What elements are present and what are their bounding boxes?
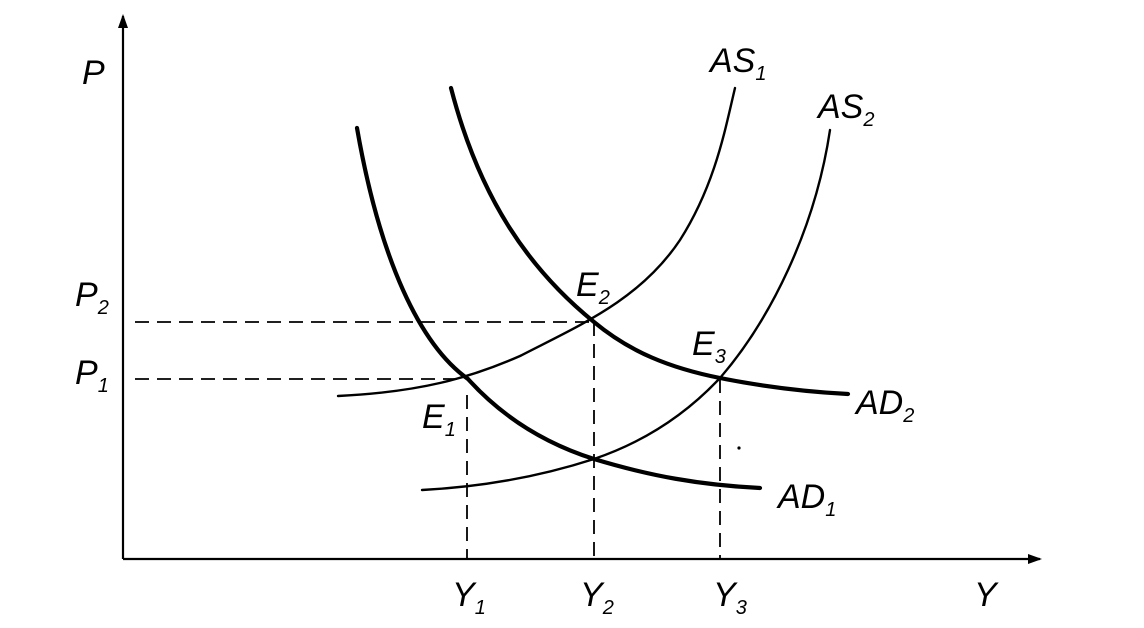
x-axis-label: Y xyxy=(974,576,999,614)
as1-label: AS1 xyxy=(708,42,766,85)
e1-label: E1 xyxy=(422,398,456,441)
y1-label: Y1 xyxy=(452,576,486,619)
y2-label: Y2 xyxy=(580,576,614,619)
ad2-label: AD2 xyxy=(854,384,914,427)
y3-label: Y3 xyxy=(713,576,747,619)
y-axis-label: P xyxy=(82,54,105,92)
ad1-label: AD1 xyxy=(776,478,836,521)
e2-label: E2 xyxy=(576,266,610,309)
scan-speck xyxy=(737,446,741,450)
as1-curve xyxy=(336,86,737,398)
as2-label: AS2 xyxy=(816,88,874,131)
e3-label: E3 xyxy=(692,325,726,368)
as2-curve xyxy=(420,128,832,492)
ad2-curve xyxy=(448,85,851,397)
p1-label: P1 xyxy=(75,354,109,397)
ad1-curve xyxy=(354,125,763,491)
p2-label: P2 xyxy=(75,276,109,319)
